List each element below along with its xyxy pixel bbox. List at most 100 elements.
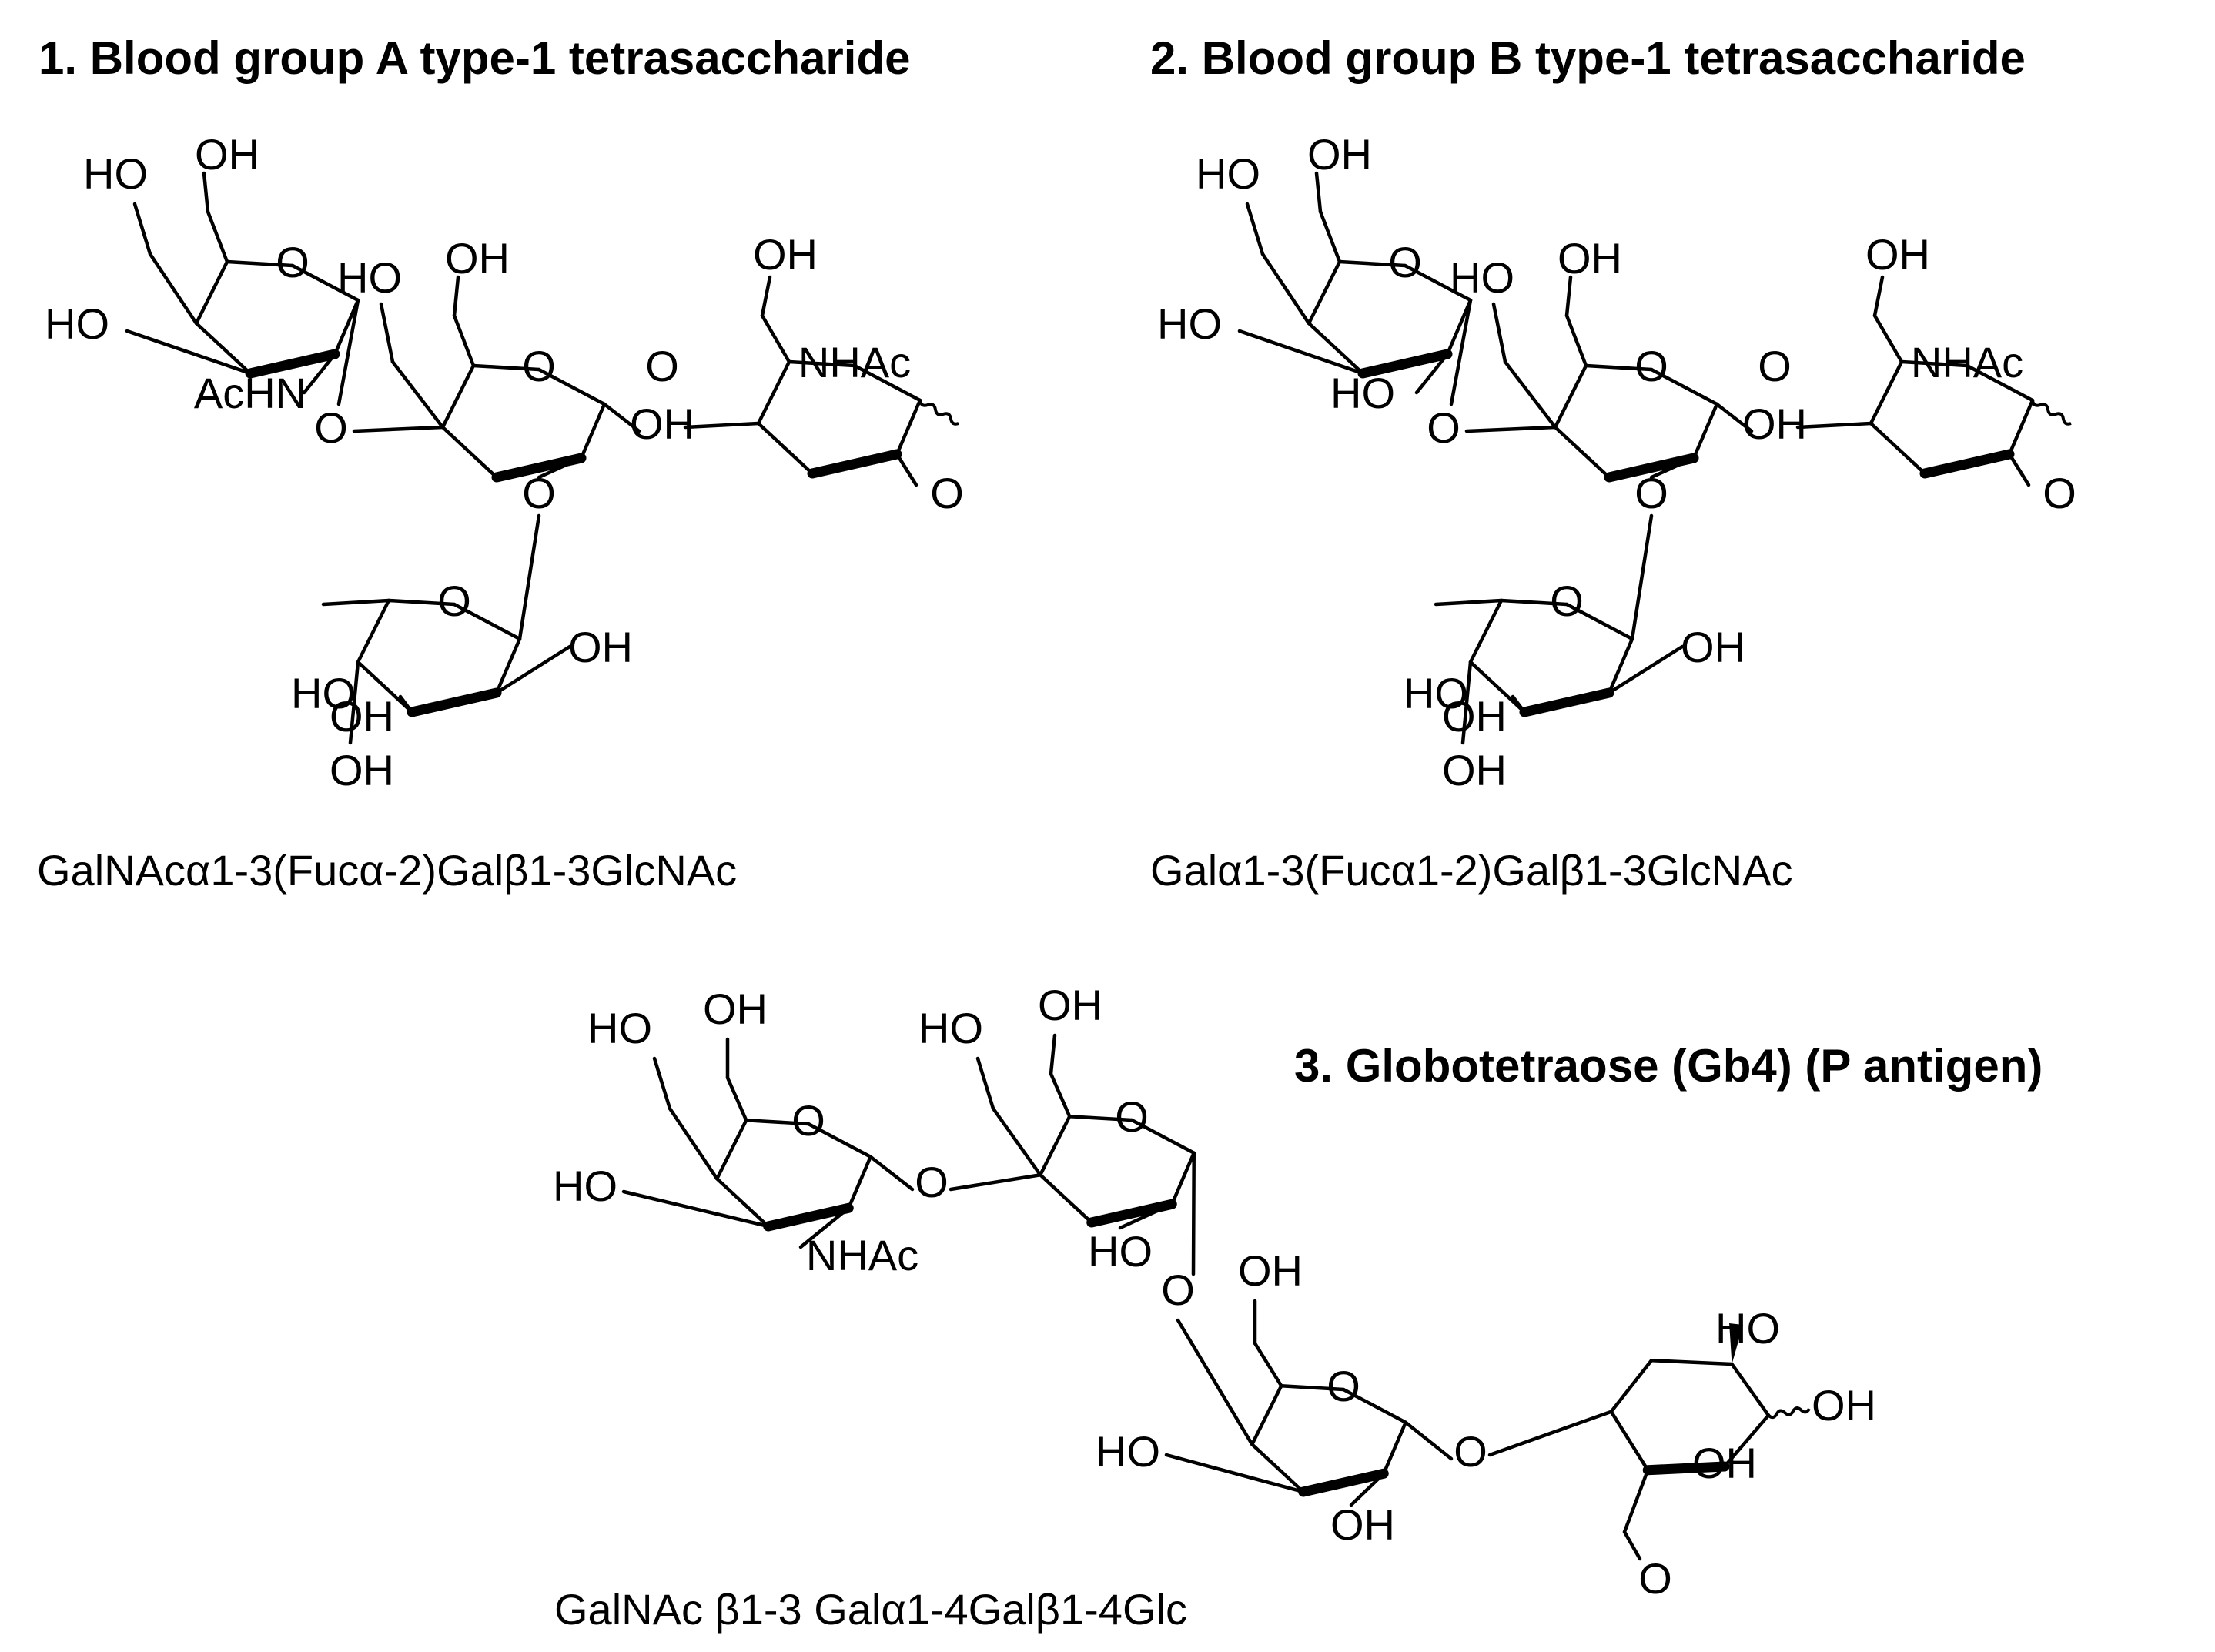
- atom-label: O: [1550, 577, 1584, 625]
- bond: [1307, 321, 1365, 376]
- bond: [1307, 259, 1342, 326]
- bond: [1260, 252, 1311, 326]
- atom-label: O: [791, 1096, 825, 1145]
- bond: [1280, 1384, 1346, 1392]
- bond: [1630, 513, 1654, 641]
- atom-label: HO: [337, 253, 402, 302]
- bond: [1253, 1341, 1283, 1388]
- bond: [1245, 202, 1265, 256]
- bond: [1607, 637, 1634, 695]
- atom-label: O: [522, 342, 556, 390]
- bond: [1318, 209, 1342, 264]
- bond: [1487, 1410, 1613, 1457]
- atom-label: O: [1454, 1427, 1487, 1476]
- bond: [1068, 1115, 1134, 1122]
- atom-label: HO: [1330, 369, 1395, 417]
- bond: [1553, 363, 1588, 430]
- bond: [579, 402, 607, 460]
- bond: [333, 298, 360, 356]
- bond: [379, 302, 395, 364]
- bond: [895, 452, 918, 487]
- bond: [1039, 1173, 1093, 1225]
- atom-label: OH: [703, 985, 768, 1033]
- atom-label: O: [1327, 1362, 1360, 1410]
- atom-label: OH: [1238, 1246, 1303, 1295]
- atom-label: OH: [1442, 746, 1507, 794]
- bond: [1604, 453, 1699, 483]
- atom-label: HO: [83, 149, 148, 198]
- wedge-bond: [1729, 1323, 1743, 1364]
- bond: [1642, 1461, 1730, 1476]
- bond: [132, 202, 152, 256]
- bond: [1250, 1384, 1283, 1446]
- bond: [537, 367, 607, 406]
- bond: [763, 1202, 854, 1232]
- bond: [1622, 1468, 1650, 1534]
- bond: [621, 1189, 770, 1229]
- bond: [356, 660, 414, 714]
- bond: [1584, 363, 1654, 372]
- bond: [1237, 329, 1365, 376]
- atom-label: HO: [587, 1004, 652, 1052]
- bond: [1622, 1530, 1642, 1561]
- bond: [760, 313, 791, 364]
- atom-label: HO: [1404, 669, 1468, 717]
- atom-label: HO: [553, 1162, 617, 1210]
- bond: [1519, 687, 1614, 717]
- atom-label: O: [1634, 342, 1668, 390]
- bond: [290, 263, 360, 303]
- bond: [1872, 275, 1885, 318]
- atom-label: OH: [568, 623, 633, 671]
- bond: [452, 602, 522, 641]
- bond: [756, 421, 815, 476]
- bond: [1314, 171, 1323, 214]
- bond: [602, 402, 641, 433]
- bond: [1730, 1362, 1771, 1417]
- wavy-bond: [918, 400, 959, 426]
- bond: [715, 1119, 748, 1181]
- bond: [1460, 660, 1473, 745]
- atom-label: HO: [1088, 1227, 1153, 1276]
- bond: [1382, 1420, 1407, 1476]
- atom-label: O: [1388, 238, 1422, 286]
- structure-3-formula: GalNAc β1-3 Galα1-4Galβ1-4Glc: [554, 1585, 1187, 1634]
- bond: [1298, 1468, 1389, 1497]
- structure-1-title: 1. Blood group A type-1 tetrasaccharide: [38, 32, 911, 84]
- bond: [1499, 598, 1569, 607]
- bond: [1491, 302, 1507, 364]
- bond: [1049, 1072, 1072, 1119]
- bond: [949, 1173, 1042, 1192]
- bond: [206, 209, 229, 264]
- atom-label: HO: [1715, 1304, 1780, 1353]
- bond: [1118, 1202, 1174, 1230]
- bond: [1564, 313, 1588, 368]
- bond: [1649, 1359, 1734, 1366]
- bond: [1403, 263, 1473, 303]
- bond: [1564, 602, 1634, 641]
- structure-2-title: 2. Blood group B type-1 tetrasaccharide: [1150, 32, 2026, 84]
- bond: [452, 275, 460, 318]
- bond: [1049, 1033, 1057, 1076]
- bond: [1965, 363, 2035, 403]
- bond: [194, 259, 229, 326]
- atom-label: OH: [1692, 1439, 1757, 1487]
- bond: [756, 359, 791, 426]
- bond: [352, 425, 445, 433]
- atom-label: OH: [753, 230, 818, 279]
- bond: [1434, 598, 1504, 607]
- bond: [1869, 359, 1904, 426]
- atom-label: OH: [1330, 1500, 1395, 1549]
- atom-label: O: [1638, 1554, 1672, 1603]
- bond: [1722, 1413, 1771, 1469]
- atom-label: NHAc: [1911, 338, 2023, 386]
- atom-label: AcHN: [194, 369, 306, 417]
- atom-label: O: [2043, 469, 2076, 517]
- bond: [321, 598, 391, 607]
- bond: [225, 259, 295, 268]
- atom-label: NHAc: [806, 1231, 918, 1279]
- bond: [1445, 298, 1473, 356]
- bond: [715, 1177, 770, 1229]
- atom-label: OH: [1558, 234, 1622, 283]
